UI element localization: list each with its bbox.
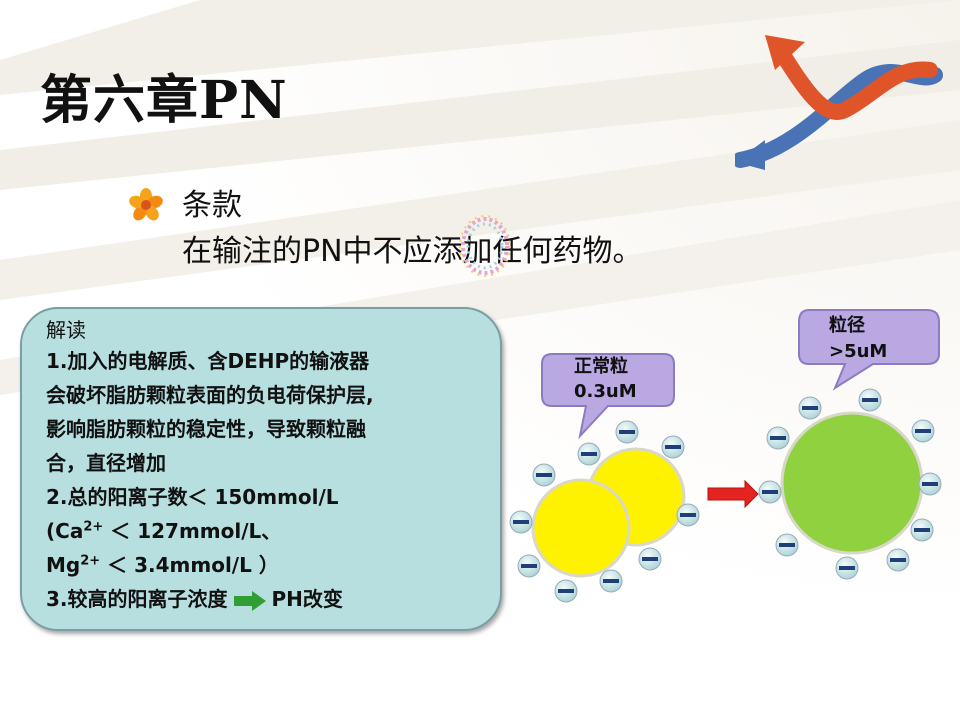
negative-charge-icon — [638, 547, 662, 571]
cation-line: 3.较高的阳离子浓度 PH改变 — [46, 582, 374, 616]
decorative-wreath-icon — [459, 215, 511, 277]
negative-charge-icon — [599, 569, 623, 593]
magnesium-label: Mg — [46, 553, 81, 577]
clause-heading: 条款 — [182, 188, 242, 223]
interpretation-text: 解读 1.加入的电解质、含DEHP的输液器 会破坏脂肪颗粒表面的负电荷保护层, … — [46, 316, 374, 616]
calcium-charge: 2+ — [83, 519, 104, 535]
large-particle-label: 粒径 — [829, 315, 865, 336]
negative-charge-icon — [509, 510, 533, 534]
curved-arrow-logo-icon — [735, 35, 943, 170]
negative-charge-icon — [577, 442, 601, 466]
negative-charge-icon — [858, 388, 882, 412]
note-line: 合，直径增加 — [46, 451, 166, 475]
small-particle — [531, 478, 631, 578]
negative-charge-icon — [918, 472, 942, 496]
large-particle-size: >5uM — [829, 341, 888, 362]
normal-particle-size: 0.3uM — [574, 381, 637, 402]
negative-charge-icon — [835, 556, 859, 580]
particle-diagram — [509, 388, 942, 603]
negative-charge-icon — [798, 396, 822, 420]
note-line: 会破坏脂肪颗粒表面的负电荷保护层, — [46, 383, 374, 407]
negative-charge-icon — [886, 548, 910, 572]
negative-charge-icon — [554, 579, 578, 603]
negative-charge-icon — [775, 533, 799, 557]
flower-bullet-icon — [129, 188, 163, 221]
green-arrow-icon — [233, 590, 266, 611]
clause-body: 在输注的PN中不应添加任何药物。 — [182, 234, 643, 269]
calcium-line: (Ca2+ ＜ 127mmol/L、 — [46, 514, 374, 548]
note-line: 1.加入的电解质、含DEHP的输液器 — [46, 349, 370, 373]
negative-charge-icon — [517, 554, 541, 578]
red-arrow-icon — [707, 479, 759, 509]
large-particle — [780, 411, 924, 555]
negative-charge-icon — [910, 518, 934, 542]
negative-charge-icon — [758, 480, 782, 504]
normal-particle-label: 正常粒 — [574, 356, 628, 377]
negative-charge-icon — [615, 420, 639, 444]
negative-charge-icon — [911, 419, 935, 443]
calcium-label: (Ca — [46, 519, 84, 543]
note-line: 影响脂肪颗粒的稳定性，导致颗粒融 — [46, 417, 366, 441]
page-title: 第六章PN — [40, 70, 288, 131]
negative-charge-icon — [661, 435, 685, 459]
interpretation-heading: 解读 — [46, 318, 86, 342]
calcium-value: ＜ 127mmol/L、 — [103, 519, 282, 543]
magnesium-charge: 2+ — [80, 553, 101, 569]
negative-charge-icon — [676, 503, 700, 527]
negative-charge-icon — [532, 463, 556, 487]
large-particle-callout — [798, 309, 940, 391]
normal-particle-callout — [541, 353, 675, 440]
ph-change-text: PH改变 — [271, 587, 343, 611]
cation-text: 3.较高的阳离子浓度 — [46, 587, 228, 611]
magnesium-line: Mg2+ ＜ 3.4mmol/L ） — [46, 548, 374, 582]
note-line: 2.总的阳离子数＜ 150mmol/L — [46, 485, 339, 509]
negative-charge-icon — [766, 426, 790, 450]
magnesium-value: ＜ 3.4mmol/L ） — [100, 553, 279, 577]
interpretation-box — [20, 307, 502, 631]
